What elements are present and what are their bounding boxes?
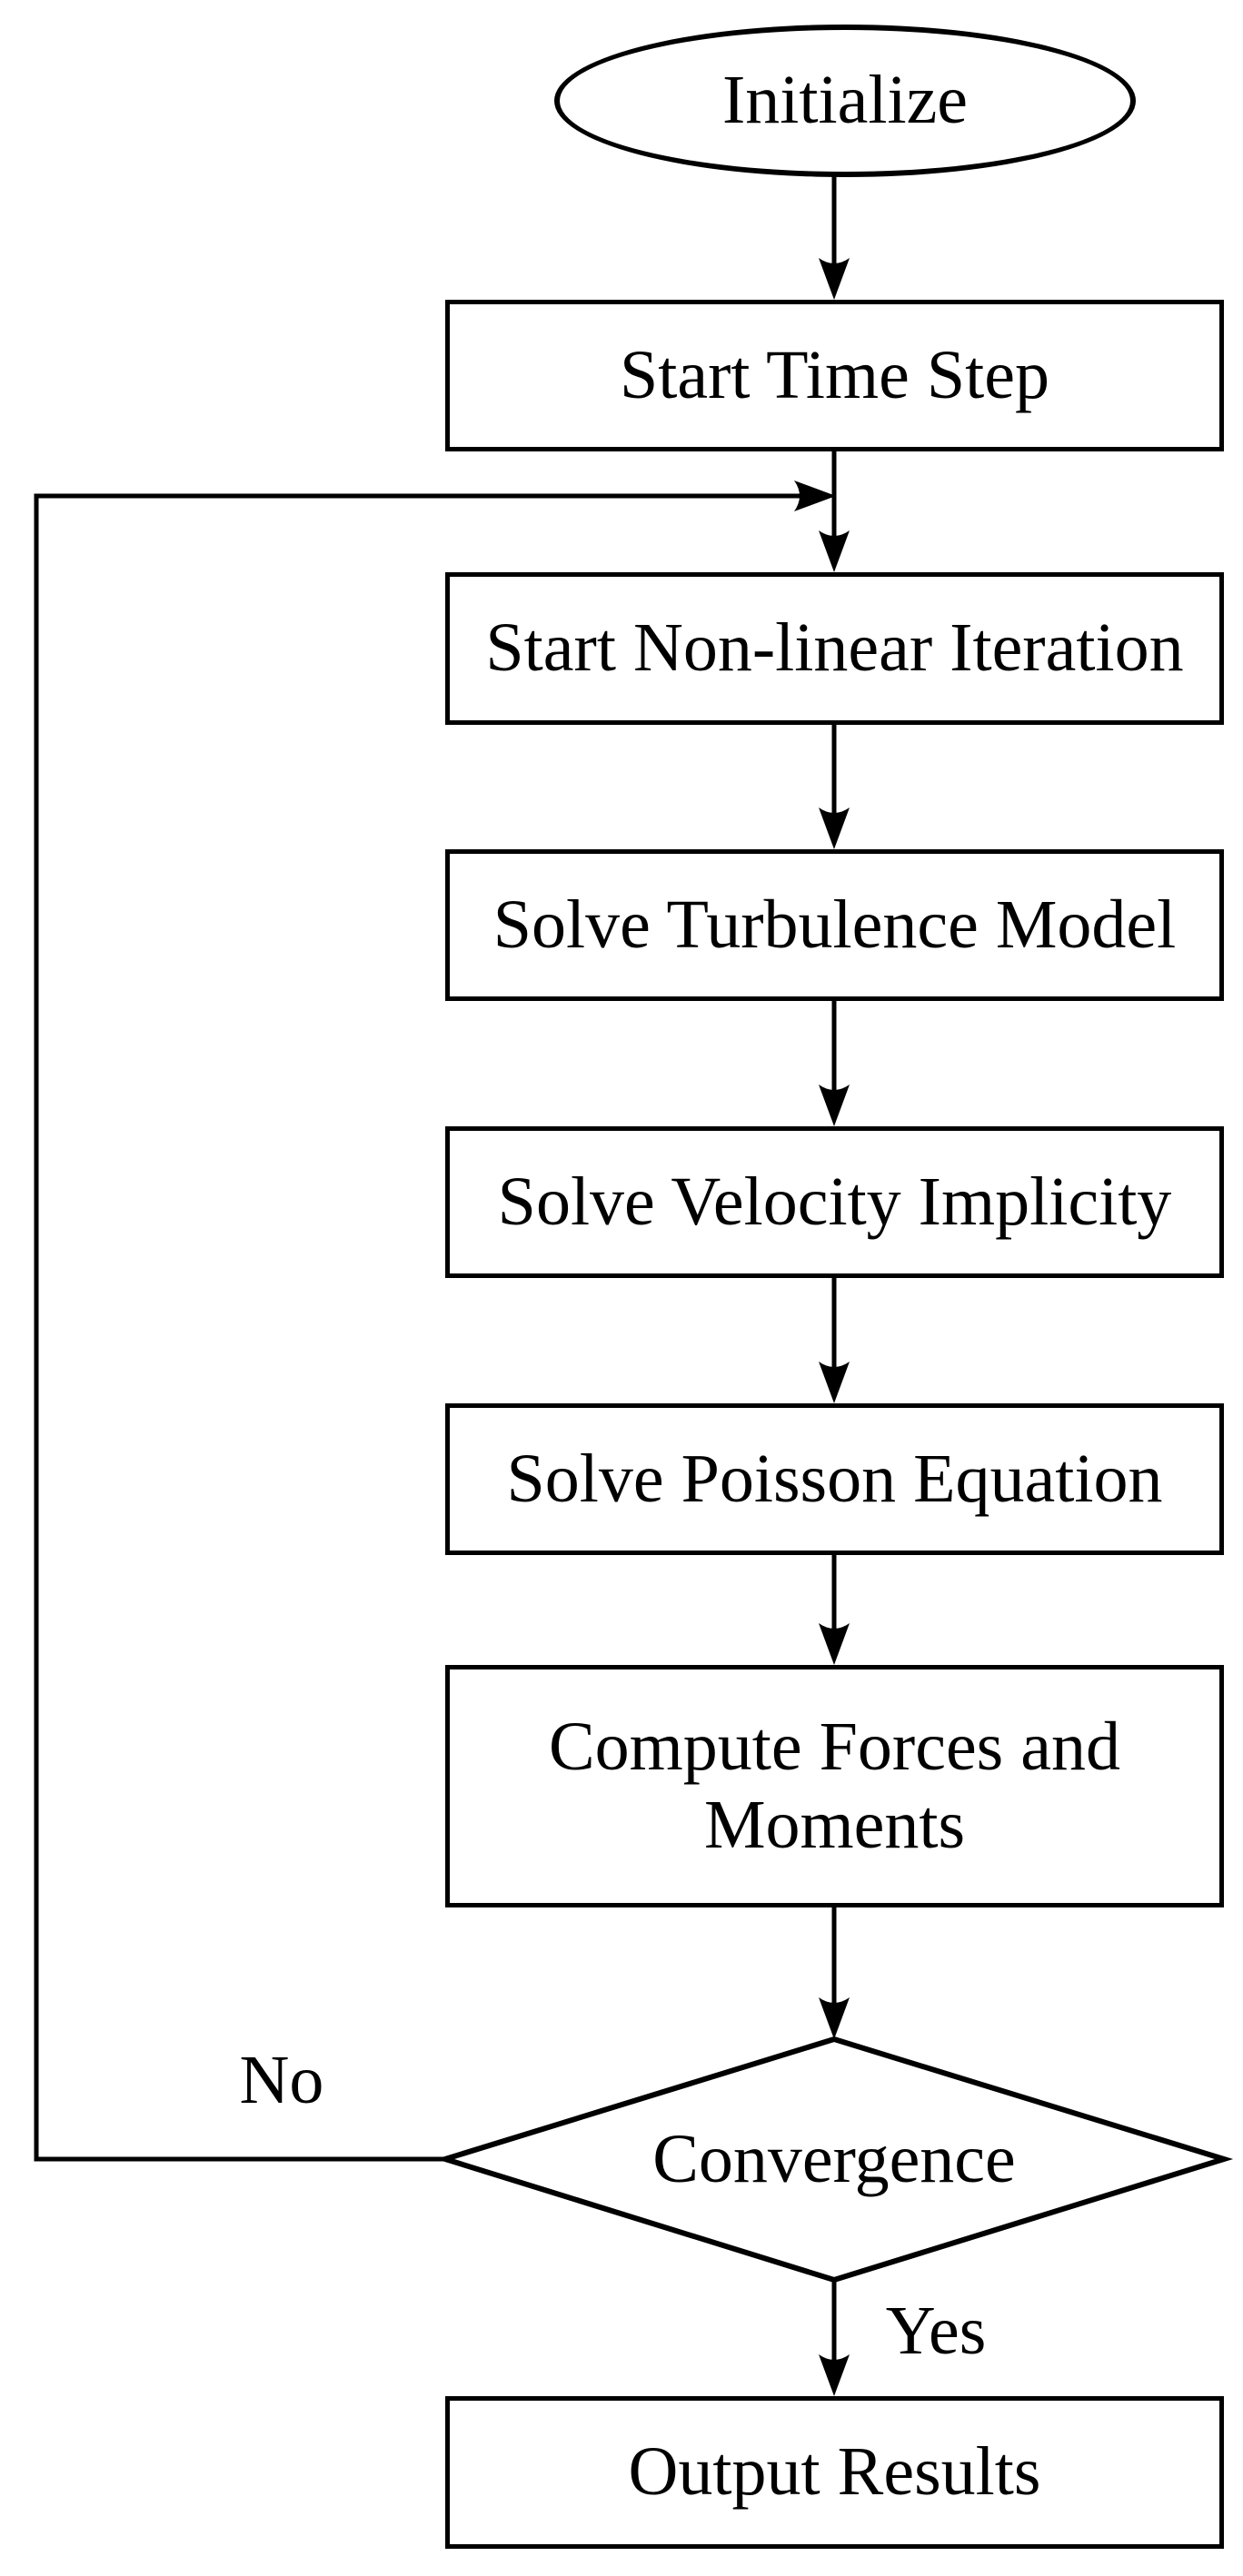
edge-non-linear-to-turbulence — [819, 725, 850, 849]
edge-yes-convergence-to-output — [819, 2280, 850, 2396]
edge-forces-to-convergence — [819, 1907, 850, 2039]
node-output-results-label: Output Results — [628, 2433, 1041, 2511]
node-solve-poisson-equation: Solve Poisson Equation — [445, 1403, 1224, 1555]
edge-poisson-to-forces — [819, 1555, 850, 1665]
arrowhead-down-icon — [819, 1085, 850, 1126]
node-solve-velocity-implicity-label: Solve Velocity Implicity — [497, 1163, 1172, 1240]
node-start-time-step-label: Start Time Step — [620, 336, 1049, 413]
edge-start-time-step-to-non-linear — [819, 451, 850, 572]
node-solve-poisson-equation-label: Solve Poisson Equation — [506, 1440, 1163, 1517]
node-compute-forces-and-moments: Compute Forces and Moments — [445, 1665, 1224, 1907]
node-start-non-linear-iteration-label: Start Non-linear Iteration — [485, 609, 1184, 687]
node-start-time-step: Start Time Step — [445, 300, 1224, 451]
node-start-non-linear-iteration: Start Non-linear Iteration — [445, 572, 1224, 725]
arrowhead-down-icon — [819, 1997, 850, 2039]
node-solve-velocity-implicity: Solve Velocity Implicity — [445, 1126, 1224, 1278]
node-compute-forces-and-moments-label: Compute Forces and Moments — [548, 1709, 1120, 1863]
edge-no-feedback-loop — [34, 481, 836, 2162]
node-convergence-label: Convergence — [652, 2121, 1016, 2197]
edge-label-no: No — [239, 2042, 324, 2118]
edge-label-yes: Yes — [885, 2293, 987, 2369]
node-initialize-label: Initialize — [721, 62, 969, 139]
edge-initialize-to-start-time-step — [819, 174, 850, 300]
arrowhead-down-icon — [819, 1623, 850, 1665]
feedback-loop-line — [34, 493, 803, 2162]
arrowhead-down-icon — [819, 1362, 850, 1403]
node-solve-turbulence-model: Solve Turbulence Model — [445, 849, 1224, 1001]
edge-velocity-to-poisson — [819, 1278, 850, 1403]
arrowhead-down-icon — [819, 530, 850, 572]
arrowhead-down-icon — [819, 258, 850, 300]
arrowhead-down-icon — [819, 807, 850, 849]
node-initialize: Initialize — [554, 25, 1136, 177]
edge-turbulence-to-velocity — [819, 1001, 850, 1126]
node-output-results: Output Results — [445, 2396, 1224, 2549]
feedback-arrowhead-right-icon — [794, 481, 836, 511]
node-solve-turbulence-model-label: Solve Turbulence Model — [492, 886, 1177, 963]
arrowhead-down-icon — [819, 2354, 850, 2396]
